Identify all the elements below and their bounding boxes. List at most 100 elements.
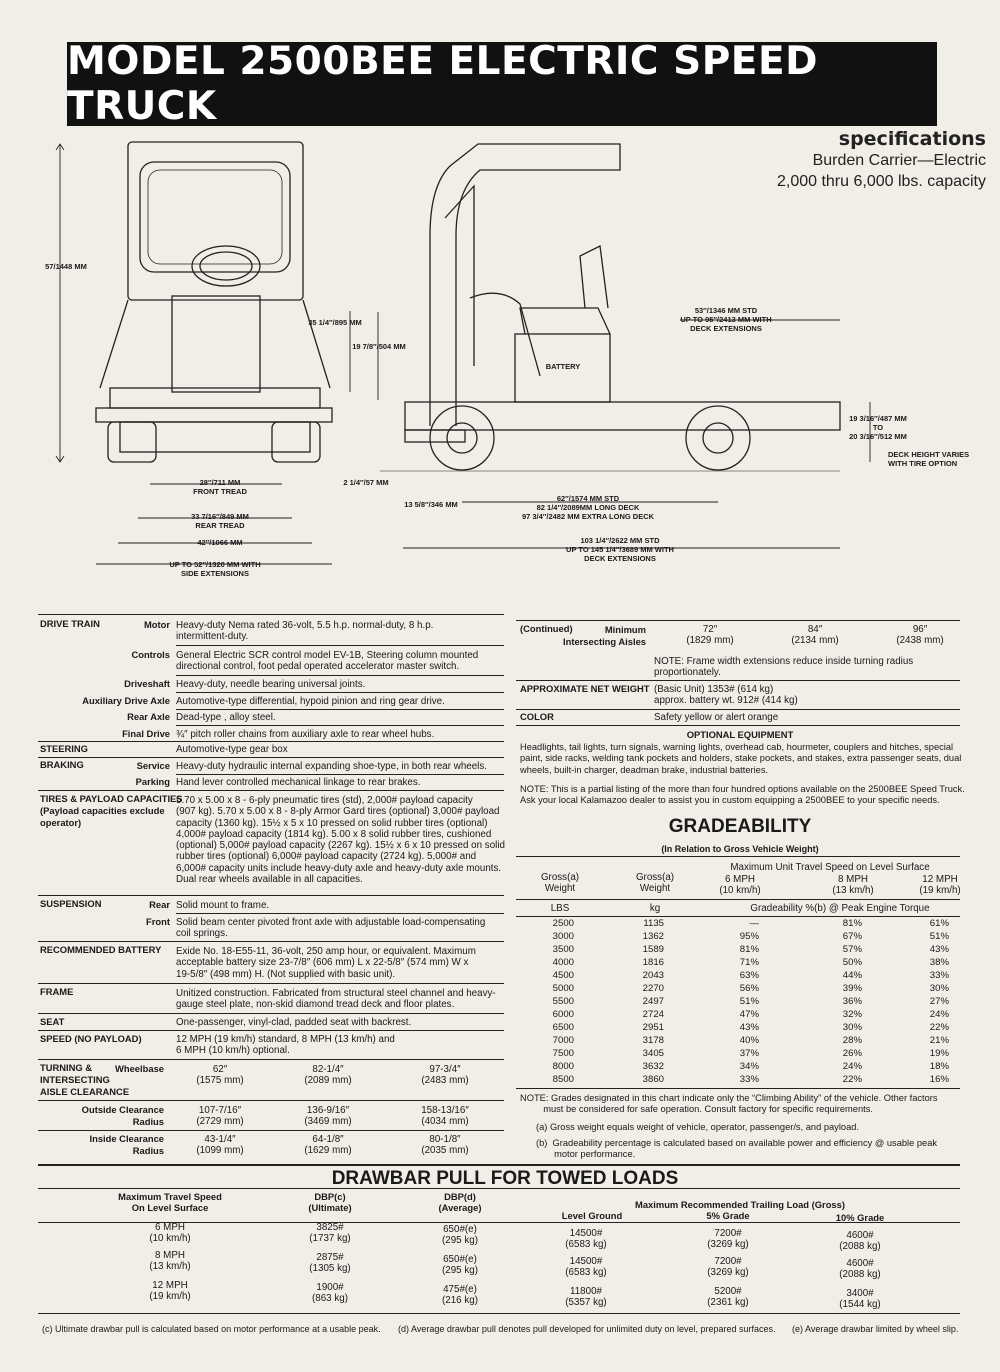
rule xyxy=(176,774,504,775)
rule xyxy=(38,1130,504,1131)
color-value: Safety yellow or alert orange xyxy=(654,712,779,723)
grade-5-header: 5% Grade xyxy=(706,1210,750,1221)
cell: 6 MPH (10 km/h) xyxy=(149,1222,191,1244)
battery-label: BATTERY xyxy=(545,362,581,371)
cell: 81% xyxy=(842,918,862,929)
cell: 50% xyxy=(842,957,862,968)
wheelbase-std: 62″ (1575 mm) xyxy=(196,1064,244,1086)
cell: 71% xyxy=(739,957,759,968)
cell: 4600# (2088 kg) xyxy=(839,1258,881,1280)
cell: 5500 xyxy=(552,996,574,1007)
footnote-e: (e) Average drawbar limited by wheel sli… xyxy=(792,1324,959,1334)
cell: 5000 xyxy=(552,983,574,994)
weight-value: (Basic Unit) 1353# (614 kg) approx. batt… xyxy=(654,684,798,707)
drawbar-speed-header: Maximum Travel Speed On Level Surface xyxy=(118,1191,222,1213)
rule xyxy=(38,757,504,758)
cell: 650#(e) (295 kg) xyxy=(442,1224,478,1246)
cell: 18% xyxy=(929,1061,949,1072)
cell: 19% xyxy=(929,1048,949,1059)
rule xyxy=(516,709,960,710)
seat-height-label: 35 1/4″/895 MM xyxy=(308,318,362,327)
rule xyxy=(38,983,504,984)
rule xyxy=(176,692,504,693)
rule xyxy=(516,856,960,857)
cell: 32% xyxy=(842,1009,862,1020)
cell: 2724 xyxy=(642,1009,664,1020)
rule xyxy=(516,620,960,621)
tires-heading: TIRES & PAYLOAD CAPACITIES (Payload capa… xyxy=(40,793,183,828)
footnote-c: (c) Ultimate drawbar pull is calculated … xyxy=(42,1324,381,1334)
braking-heading: BRAKING xyxy=(40,759,84,770)
side-view xyxy=(349,143,871,549)
cell: 30% xyxy=(929,983,949,994)
specs-line2: 2,000 thru 6,000 lbs. capacity xyxy=(776,173,986,190)
cell: 33% xyxy=(739,1074,759,1085)
speed-12-header: 12 MPH (19 km/h) xyxy=(919,874,961,896)
drawbar-title: DRAWBAR PULL FOR TOWED LOADS xyxy=(331,1168,679,1189)
cell: 7200# (3269 kg) xyxy=(707,1256,749,1278)
parking-value: Hand lever controlled mechanical linkage… xyxy=(176,777,421,788)
cell: 5200# (2361 kg) xyxy=(707,1286,749,1308)
tires-value: 5.70 x 5.00 x 8 - 6-ply pneumatic tires … xyxy=(176,795,505,886)
rule xyxy=(38,1030,504,1031)
speed-6-header: 6 MPH (10 km/h) xyxy=(719,874,761,896)
max-speed-header: Maximum Unit Travel Speed on Level Surfa… xyxy=(730,862,930,873)
rule xyxy=(38,1013,504,1014)
cell: 14500# (6583 kg) xyxy=(565,1256,607,1278)
dbp-average-header: DBP(d) (Average) xyxy=(438,1191,482,1213)
cell: 2500 xyxy=(552,918,574,929)
footnote-d: (d) Average drawbar pull denotes pull de… xyxy=(398,1324,776,1334)
inside-clearance-label: Inside Clearance Radius xyxy=(89,1133,164,1156)
rule xyxy=(176,645,504,646)
optional-equipment-note: NOTE: This is a partial listing of the m… xyxy=(520,784,965,806)
cell: 1135 xyxy=(643,918,664,929)
specs-heading: specifications xyxy=(838,128,986,150)
cell: 27% xyxy=(929,996,949,1007)
steering-heading: STEERING xyxy=(40,743,88,754)
cell: 39% xyxy=(842,983,862,994)
final-drive-value: ¾″ pitch roller chains from auxiliary ax… xyxy=(176,729,435,740)
outside-extra-long: 158-13/16″ (4034 mm) xyxy=(421,1105,469,1127)
optional-equipment-heading: OPTIONAL EQUIPMENT xyxy=(686,729,794,740)
front-tread-label: 28″/711 MM FRONT TREAD xyxy=(193,478,247,496)
specs-line1: Burden Carrier—Electric xyxy=(812,152,986,169)
cell: 81% xyxy=(739,944,759,955)
cell: 43% xyxy=(739,1022,759,1033)
rear-susp-value: Solid mount to frame. xyxy=(176,900,270,911)
front-overhang-label: 13 5/8″/346 MM xyxy=(404,500,458,509)
front-view xyxy=(55,141,333,565)
cell: 3000 xyxy=(552,931,574,942)
drive-train-heading: DRIVE TRAIN xyxy=(40,618,100,629)
cell: 40% xyxy=(739,1035,759,1046)
cell: 37% xyxy=(739,1048,759,1059)
lbs-header: LBS xyxy=(550,903,570,914)
cell: 30% xyxy=(842,1022,862,1033)
gradeability-subtitle: (In Relation to Gross Vehicle Weight) xyxy=(661,844,819,854)
cell: 3400# (1544 kg) xyxy=(839,1288,881,1310)
frame-heading: FRAME xyxy=(40,986,74,997)
rule xyxy=(516,680,960,681)
rear-susp-label: Rear xyxy=(149,899,170,910)
cell: 61% xyxy=(929,918,949,929)
cell: 43% xyxy=(929,944,949,955)
note-b: (b) Gradeability percentage is calculate… xyxy=(536,1138,938,1160)
cell: 8000 xyxy=(552,1061,574,1072)
front-susp-value: Solid beam center pivoted front axle wit… xyxy=(176,917,486,940)
cell: 3178 xyxy=(642,1035,664,1046)
aux-axle-value: Automotive-type differential, hypoid pin… xyxy=(176,696,445,707)
battery-heading: RECOMMENDED BATTERY xyxy=(40,944,162,955)
cell: 1589 xyxy=(642,944,664,955)
parking-label: Parking xyxy=(135,776,170,787)
rule xyxy=(176,709,504,710)
cell: 3825# (1737 kg) xyxy=(309,1222,351,1244)
cell: 22% xyxy=(842,1074,862,1085)
width-label: 42″/1066 MM xyxy=(197,538,243,547)
cell: 650#(e) (295 kg) xyxy=(442,1254,478,1276)
cell: 95% xyxy=(739,931,759,942)
cell: 3860 xyxy=(642,1074,664,1085)
inside-long: 64-1/8″ (1629 mm) xyxy=(304,1134,352,1156)
cell: 38% xyxy=(929,957,949,968)
cell: 22% xyxy=(929,1022,949,1033)
rule xyxy=(176,725,504,726)
gross-weight-lbs-header: Gross(a) Weight xyxy=(540,872,580,894)
